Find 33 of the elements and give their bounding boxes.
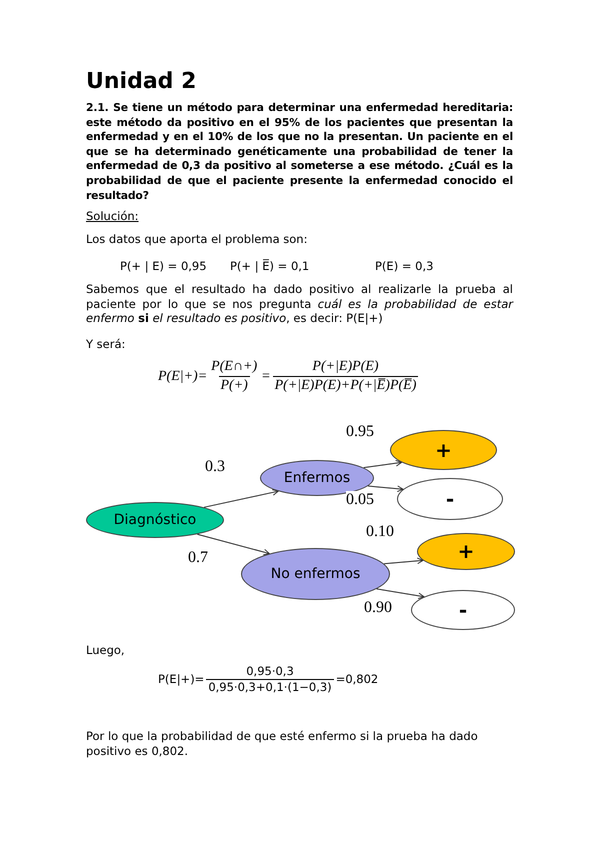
formula-text: = xyxy=(261,368,271,386)
formula-text: P(+) xyxy=(218,376,250,395)
arrow xyxy=(363,460,402,468)
root-ellipse: Diagnóstico xyxy=(86,502,224,538)
formula-text: P(E) = 0,3 xyxy=(375,259,434,274)
arrow xyxy=(196,534,270,556)
outcome-ellipse: - xyxy=(411,590,515,630)
formula-text: 0,95·0,3+0,1·(1−0,3) xyxy=(206,678,334,694)
section-heading: Solución: xyxy=(86,209,139,224)
formula-text: P(E∩+) xyxy=(210,358,258,376)
formula-text: P(+|E)P(E)+P(+|E̅)P(E̅) xyxy=(272,376,418,395)
formula-text: P(+ | E) = 0,95 xyxy=(120,259,207,274)
outcome-ellipse: + xyxy=(390,430,497,470)
paragraph: Y será: xyxy=(86,337,126,352)
formula-text: P(E|+)= xyxy=(158,368,208,386)
paragraph: Sabemos que el resultado ha dado positivo al realizarle la prueba al paciente por lo que se nos pregunta cuál es la probabilidad de estar enfermo si el resultado es positivo, es decir: P(E|+) xyxy=(86,282,513,326)
formula-text: P(+ | E̅) = 0,1 xyxy=(230,259,310,274)
arrow xyxy=(376,588,425,600)
arrow xyxy=(203,489,279,508)
formula-text: 0,95·0,3 xyxy=(245,664,295,679)
paragraph: Luego, xyxy=(86,643,125,658)
formula-text: =0,802 xyxy=(336,672,378,686)
page-title: Unidad 2 xyxy=(86,68,196,96)
outcome-ellipse: - xyxy=(397,478,503,520)
formula-text: P(E|+)= xyxy=(158,672,204,686)
paragraph: Por lo que la probabilidad de que esté enfermo si la prueba ha dado positivo es 0,802. xyxy=(86,729,479,758)
arrow xyxy=(383,558,424,564)
outcome-ellipse: + xyxy=(417,533,515,570)
arrow xyxy=(367,486,404,492)
problem-statement: 2.1. Se tiene un método para determinar una enfermedad hereditaria: este método da positivo en el 95% de los pacientes que presentan la enfermedad y en el 10% de los que no la presentan. Un paciente en el que se ha determinado genéticamente una probabilidad de tener la enfermedad de 0,3 da positivo al someterse a ese método. ¿Cuál es la probabilidad de que el paciente presente la enfermedad conocido el resultado? xyxy=(86,101,513,204)
branch-ellipse: No enfermos xyxy=(241,548,390,600)
formula-text: P(+|E)P(E) xyxy=(311,358,380,376)
paragraph: Los datos que aporta el problema son: xyxy=(86,232,308,247)
